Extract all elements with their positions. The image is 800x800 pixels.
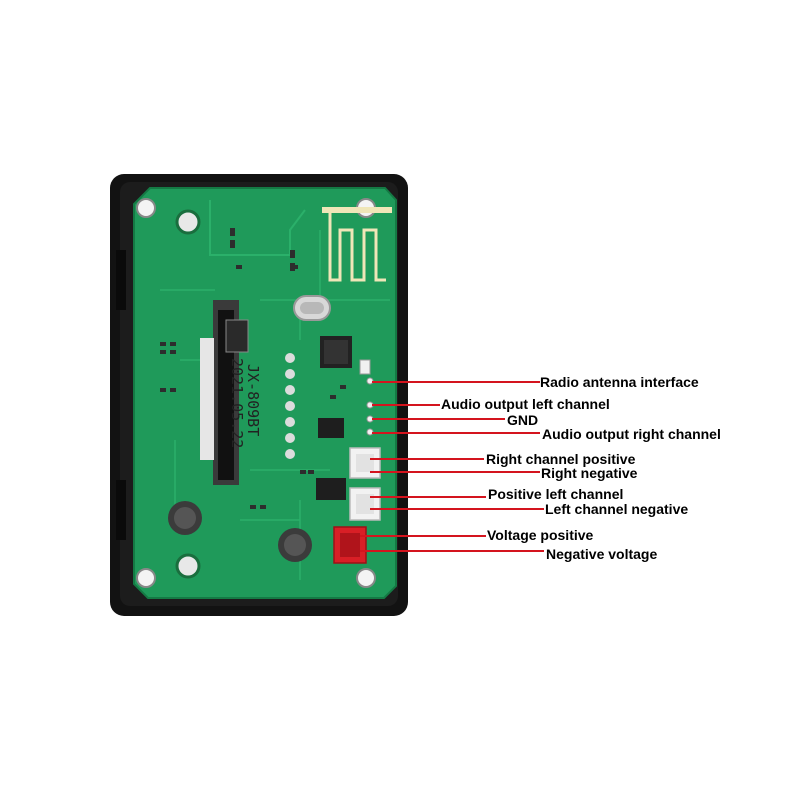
left-speaker-connector xyxy=(349,487,381,521)
label-voltage-positive: Voltage positive xyxy=(487,527,594,543)
label-right-negative: Right negative xyxy=(541,465,638,481)
label-audio-output-left-channel: Audio output left channel xyxy=(441,396,610,412)
bluetooth-antenna xyxy=(322,207,392,282)
crystal-oscillator xyxy=(293,295,331,321)
label-radio-antenna-interface: Radio antenna interface xyxy=(540,374,699,390)
smd-components xyxy=(160,228,346,509)
fpc-pads xyxy=(200,338,214,460)
status-led xyxy=(359,359,371,375)
inductors xyxy=(168,501,312,562)
label-right-channel-positive: Right channel positive xyxy=(486,451,636,467)
label-left-channel-negative: Left channel negative xyxy=(545,501,689,517)
amplifier-chips xyxy=(316,418,346,500)
label-gnd: GND xyxy=(507,412,539,428)
board-model-marking: JX-809BT xyxy=(244,364,262,437)
power-connector xyxy=(333,526,367,564)
label-audio-output-right-channel: Audio output right channel xyxy=(542,426,721,442)
main-chip xyxy=(320,336,352,368)
right-speaker-connector xyxy=(349,447,381,479)
leader-lines xyxy=(360,381,544,552)
board-date-marking: 2021.05.22 xyxy=(228,358,246,449)
pin-header-pads xyxy=(285,353,295,459)
label-positive-left-channel: Positive left channel xyxy=(488,486,624,502)
label-negative-voltage: Negative voltage xyxy=(546,546,658,562)
display-connector xyxy=(213,300,249,485)
